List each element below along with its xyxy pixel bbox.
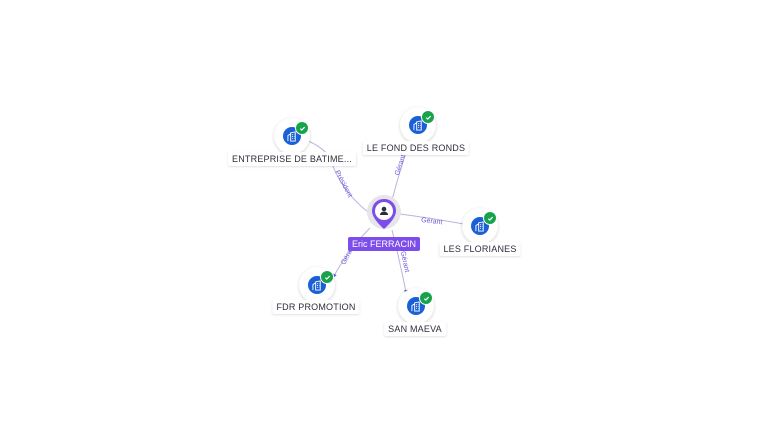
edge-label-entreprise: Président (333, 169, 353, 198)
edge-to-fdr-promotion (333, 227, 371, 278)
company-node-san-maeva[interactable] (398, 288, 434, 324)
company-label-entreprise[interactable]: ENTREPRISE DE BATIME... (228, 152, 356, 166)
verified-check-icon (320, 270, 334, 284)
edge-label-fond-des-ronds: Gérant (394, 154, 407, 177)
person-pin-icon (367, 195, 401, 229)
company-label-florianes[interactable]: LES FLORIANES (439, 242, 521, 256)
verified-check-icon (295, 121, 309, 135)
company-node-florianes[interactable] (462, 208, 498, 244)
person-node[interactable] (367, 195, 401, 237)
company-label-fdr-promotion[interactable]: FDR PROMOTION (272, 300, 360, 314)
person-icon (379, 206, 389, 215)
verified-check-icon (421, 110, 435, 124)
verified-check-icon (419, 291, 433, 305)
company-node-fond-des-ronds[interactable] (400, 107, 436, 143)
company-node-fdr-promotion[interactable] (299, 267, 335, 303)
edge-to-florianes (399, 213, 466, 226)
company-node-entreprise[interactable] (274, 118, 310, 154)
edge-to-san-maeva (391, 229, 408, 294)
company-label-san-maeva[interactable]: SAN MAEVA (384, 322, 446, 336)
person-name-label[interactable]: Eric FERRACIN (347, 237, 421, 251)
edge-to-entreprise (299, 137, 369, 213)
company-label-fond-des-ronds[interactable]: LE FOND DES RONDS (362, 141, 470, 155)
edge-label-san-maeva: Gérant (399, 251, 410, 273)
edge-label-florianes: Gérant (421, 217, 443, 226)
verified-check-icon (483, 211, 497, 225)
